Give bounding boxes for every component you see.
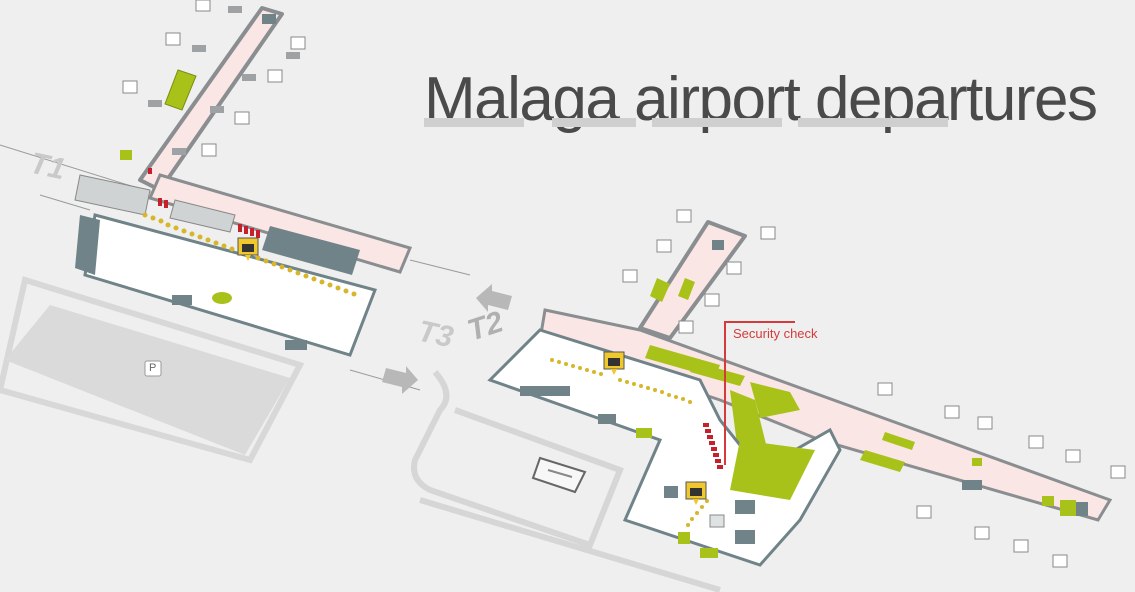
terminal-arrows — [382, 284, 512, 394]
parking-sign-icon — [144, 360, 162, 377]
title-underline — [424, 118, 1074, 127]
checkin-marker-t3 — [685, 481, 707, 505]
t3-road-loop — [411, 370, 721, 592]
terminal-label-t3: T3 — [415, 314, 457, 355]
checkin-marker-t2 — [603, 351, 625, 375]
t3-parking-structure — [531, 456, 587, 494]
t2-checkin-desks — [550, 358, 709, 527]
gate-icons — [122, 0, 1126, 568]
t1-landside-hall — [74, 174, 377, 357]
security-check-label: Security check — [733, 326, 818, 341]
t2-pier — [632, 220, 747, 340]
terminal-label-t1: T1 — [27, 146, 69, 187]
t2-security-lanes — [703, 423, 723, 469]
t1-pier — [120, 6, 300, 192]
t2-t3-landside-hall — [487, 328, 842, 567]
t2-arrow-icon — [476, 284, 512, 312]
t3-arrow-icon — [382, 366, 418, 394]
t2-airside-corridor — [538, 308, 1113, 522]
parking-lot — [0, 276, 305, 464]
security-check-callout — [724, 321, 795, 465]
parking-label: P — [149, 362, 157, 374]
checkin-marker-t1 — [237, 237, 259, 261]
t1-security-lanes — [148, 168, 260, 238]
t1-checkin-desks — [142, 212, 357, 297]
checkin-marker-icons[interactable] — [237, 237, 707, 505]
